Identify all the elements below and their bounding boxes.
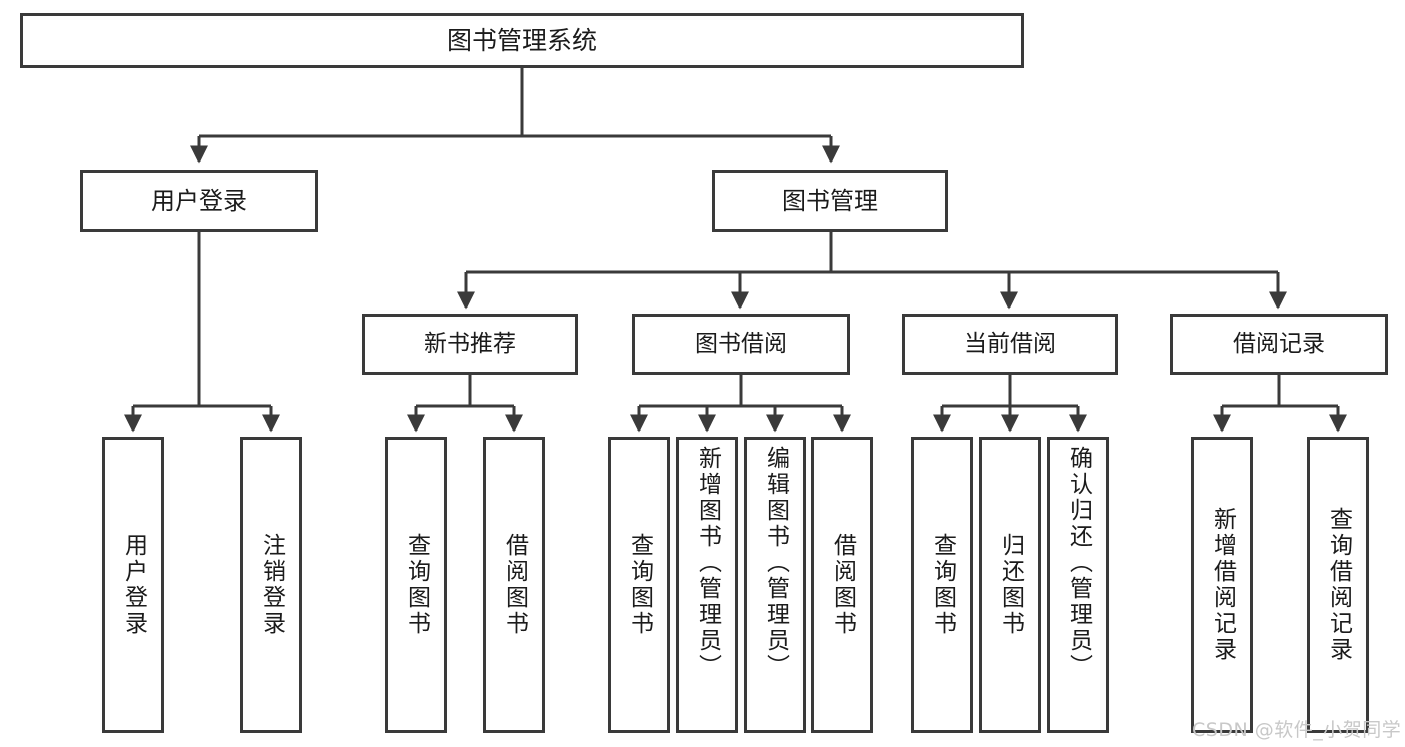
node-book-management[interactable]: 图书管理 [712, 170, 948, 232]
leaf-current-borrow-return-book[interactable]: 归还图书 [979, 437, 1041, 733]
node-label: 用户登录 [120, 533, 147, 637]
node-label: 查询图书 [929, 533, 956, 637]
leaf-current-borrow-confirm-return-admin[interactable]: 确认归还（管理员） [1047, 437, 1109, 733]
leaf-book-borrow-query-book[interactable]: 查询图书 [608, 437, 670, 733]
node-label: 归还图书 [997, 533, 1024, 637]
node-label: 确认归还（管理员） [1065, 446, 1092, 680]
leaf-book-borrow-add-book-admin[interactable]: 新增图书（管理员） [676, 437, 738, 733]
node-book-borrow[interactable]: 图书借阅 [632, 314, 850, 375]
node-label: 当前借阅 [964, 331, 1056, 358]
node-root-book-management-system[interactable]: 图书管理系统 [20, 13, 1024, 68]
leaf-book-borrow-borrow-book[interactable]: 借阅图书 [811, 437, 873, 733]
leaf-borrow-record-add-record[interactable]: 新增借阅记录 [1191, 437, 1253, 733]
node-label: 图书管理 [782, 187, 878, 215]
node-current-borrow[interactable]: 当前借阅 [902, 314, 1118, 375]
csdn-watermark: CSDN @软件_小贺同学 [1192, 719, 1402, 741]
leaf-new-book-query-book[interactable]: 查询图书 [385, 437, 447, 733]
node-label: 编辑图书（管理员） [762, 446, 789, 680]
leaf-user-login-logout[interactable]: 注销登录 [240, 437, 302, 733]
node-new-book-recommend[interactable]: 新书推荐 [362, 314, 578, 375]
node-borrow-record[interactable]: 借阅记录 [1170, 314, 1388, 375]
node-label: 新增图书（管理员） [694, 446, 721, 680]
leaf-current-borrow-query-book[interactable]: 查询图书 [911, 437, 973, 733]
node-label: 用户登录 [151, 187, 247, 215]
leaf-book-borrow-edit-book-admin[interactable]: 编辑图书（管理员） [744, 437, 806, 733]
node-label: 注销登录 [258, 533, 285, 637]
leaf-new-book-borrow-book[interactable]: 借阅图书 [483, 437, 545, 733]
node-user-login[interactable]: 用户登录 [80, 170, 318, 232]
node-label: 新增借阅记录 [1209, 507, 1236, 663]
leaf-borrow-record-query-record[interactable]: 查询借阅记录 [1307, 437, 1369, 733]
node-label: 图书管理系统 [446, 25, 597, 55]
node-label: 查询借阅记录 [1325, 507, 1352, 663]
leaf-user-login-login[interactable]: 用户登录 [102, 437, 164, 733]
node-label: 借阅图书 [501, 533, 528, 637]
node-label: 图书借阅 [695, 331, 787, 358]
node-label: 查询图书 [403, 533, 430, 637]
node-label: 新书推荐 [424, 331, 516, 358]
node-label: 查询图书 [626, 533, 653, 637]
node-label: 借阅记录 [1233, 331, 1325, 358]
node-label: 借阅图书 [829, 533, 856, 637]
